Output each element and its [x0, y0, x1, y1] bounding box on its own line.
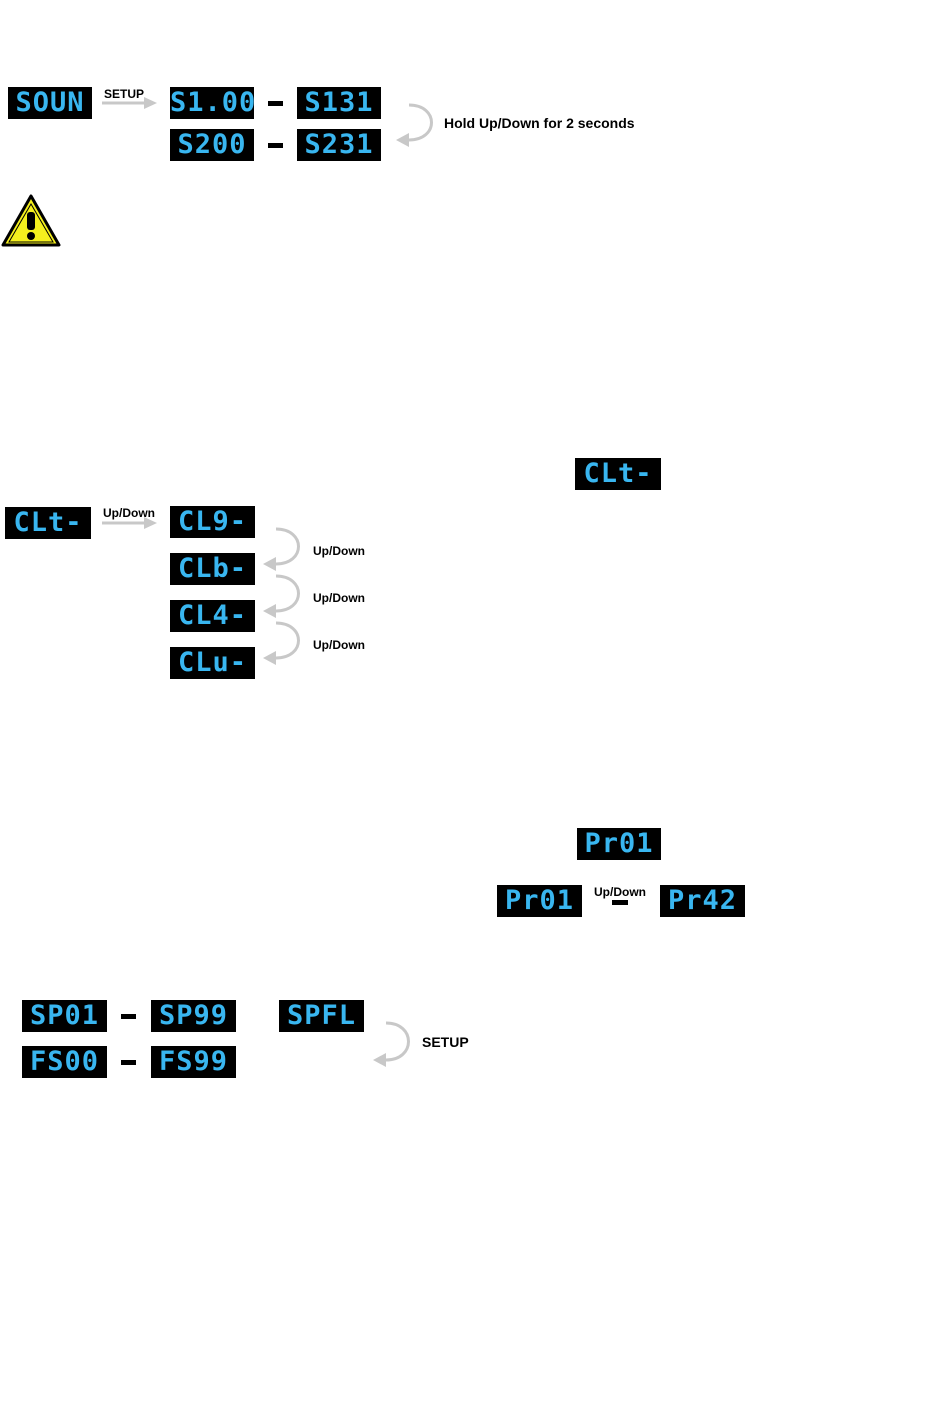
- display-pr01-top: Pr01: [577, 828, 661, 860]
- curved-return-arrow-icon: [395, 102, 440, 148]
- display-spfl: SPFL: [279, 1000, 364, 1032]
- display-pr01: Pr01: [497, 885, 582, 917]
- display-cl9: CL9-: [170, 506, 255, 538]
- speed-setup-label: SETUP: [422, 1034, 469, 1050]
- display-fs00: FS00: [22, 1046, 107, 1078]
- curved-step-arrow-icon: [262, 573, 307, 619]
- range-updown-label: Up/Down: [594, 885, 646, 899]
- range-dash: [121, 1014, 136, 1019]
- display-s131: S131: [297, 87, 381, 119]
- step-label: Up/Down: [313, 638, 365, 652]
- display-s100: S1.00: [170, 87, 254, 119]
- display-clt-top: CLt-: [575, 458, 661, 490]
- display-sp01: SP01: [22, 1000, 107, 1032]
- hold-instruction: Hold Up/Down for 2 seconds: [444, 115, 635, 131]
- range-dash: [121, 1060, 136, 1065]
- arrow-right-icon: [102, 96, 158, 110]
- step-label: Up/Down: [313, 591, 365, 605]
- display-clb: CLb-: [170, 553, 255, 585]
- display-cl4: CL4-: [170, 600, 255, 632]
- display-pr42: Pr42: [660, 885, 745, 917]
- display-s200: S200: [170, 129, 254, 161]
- range-dash: [268, 143, 283, 148]
- display-clt: CLt-: [5, 507, 91, 539]
- range-dash: [612, 900, 628, 905]
- display-s231: S231: [297, 129, 381, 161]
- range-dash: [268, 101, 283, 106]
- display-soun: SOUN: [8, 87, 92, 119]
- curved-return-arrow-icon: [372, 1020, 417, 1068]
- display-fs99: FS99: [151, 1046, 236, 1078]
- display-clu: CLu-: [170, 647, 255, 679]
- arrow-right-icon: [102, 516, 158, 530]
- curved-step-arrow-icon: [262, 620, 307, 666]
- warning-triangle-icon: [1, 194, 61, 248]
- curved-step-arrow-icon: [262, 526, 307, 572]
- display-sp99: SP99: [151, 1000, 236, 1032]
- step-label: Up/Down: [313, 544, 365, 558]
